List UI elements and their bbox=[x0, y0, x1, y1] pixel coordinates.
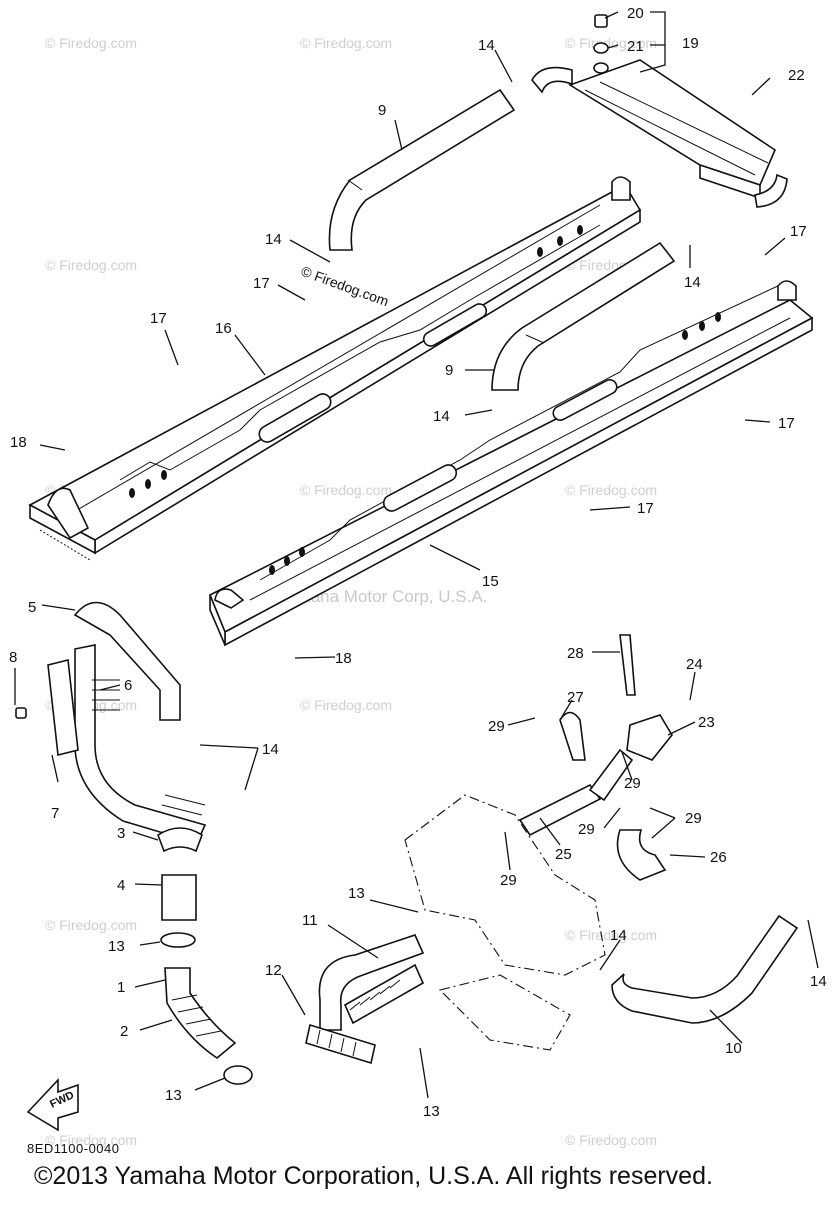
hose-9-lower bbox=[491, 241, 676, 391]
callout-17: 17 bbox=[253, 275, 270, 292]
callout-15: 15 bbox=[482, 573, 499, 590]
bypass-hoses bbox=[518, 634, 673, 881]
callout-17: 17 bbox=[637, 500, 654, 517]
callout-8: 8 bbox=[9, 649, 17, 666]
watermark: © Firedog.com bbox=[45, 1132, 137, 1148]
callout-14: 14 bbox=[684, 274, 701, 291]
callout-14: 14 bbox=[610, 927, 627, 944]
callout-22: 22 bbox=[788, 67, 805, 84]
callout-18: 18 bbox=[10, 434, 27, 451]
callout-14: 14 bbox=[262, 741, 279, 758]
callout-14: 14 bbox=[433, 408, 450, 425]
callout-27: 27 bbox=[567, 689, 584, 706]
thermostat-column bbox=[157, 827, 253, 1085]
callout-17: 17 bbox=[778, 415, 795, 432]
hose-11-12 bbox=[305, 934, 425, 1065]
callout-13: 13 bbox=[165, 1087, 182, 1104]
watermark: © Firedog.com bbox=[565, 927, 657, 943]
drawing-code: 8ED1100-0040 bbox=[27, 1141, 120, 1156]
callout-13: 13 bbox=[108, 938, 125, 955]
callout-18: 18 bbox=[335, 650, 352, 667]
watermark: © Firedog.com bbox=[565, 1132, 657, 1148]
callout-13: 13 bbox=[348, 885, 365, 902]
heat-exchanger-15 bbox=[208, 280, 814, 647]
tilted-watermark: © Firedog.com bbox=[299, 263, 391, 310]
callout-19: 19 bbox=[682, 35, 699, 52]
callout-13: 13 bbox=[423, 1103, 440, 1120]
callout-17: 17 bbox=[150, 310, 167, 327]
callout-7: 7 bbox=[51, 805, 59, 822]
callout-29: 29 bbox=[488, 718, 505, 735]
callout-12: 12 bbox=[265, 962, 282, 979]
fwd-arrow: FWD bbox=[26, 1077, 79, 1132]
watermark: © Firedog.com bbox=[300, 697, 392, 713]
watermark: © Firedog.com bbox=[300, 35, 392, 51]
callout-20: 20 bbox=[627, 5, 644, 22]
callout-14: 14 bbox=[265, 231, 282, 248]
callout-11: 11 bbox=[302, 912, 318, 929]
hose-10 bbox=[611, 914, 799, 1024]
watermark: © Firedog.com bbox=[45, 917, 137, 933]
callout-5: 5 bbox=[28, 599, 36, 616]
callout-26: 26 bbox=[710, 849, 727, 866]
callout-4: 4 bbox=[117, 877, 125, 894]
callout-1: 1 bbox=[117, 979, 125, 996]
watermark: © Firedog.com bbox=[565, 35, 657, 51]
callout-28: 28 bbox=[567, 645, 584, 662]
engine-outline bbox=[404, 794, 606, 976]
cooler-19 bbox=[531, 14, 788, 208]
watermark: © Firedog.com bbox=[565, 482, 657, 498]
callout-16: 16 bbox=[215, 320, 232, 337]
watermark: © Firedog.com bbox=[300, 482, 392, 498]
watermark: © Firedog.com bbox=[45, 257, 137, 273]
watermark: © Firedog.com bbox=[45, 35, 137, 51]
callout-9: 9 bbox=[445, 362, 453, 379]
callout-21: 21 bbox=[627, 38, 644, 55]
callout-29: 29 bbox=[685, 810, 702, 827]
callout-25: 25 bbox=[555, 846, 572, 863]
callout-24: 24 bbox=[686, 656, 703, 673]
callout-6: 6 bbox=[124, 677, 132, 694]
callout-9: 9 bbox=[378, 102, 386, 119]
copyright-notice: ©2013 Yamaha Motor Corporation, U.S.A. A… bbox=[34, 1162, 713, 1190]
callout-labels: 20 21 19 14 9 22 14 17 16 17 18 17 14 9 … bbox=[9, 5, 827, 1120]
callout-10: 10 bbox=[725, 1040, 742, 1057]
callout-23: 23 bbox=[698, 714, 715, 731]
engine-outline-lower bbox=[438, 974, 571, 1051]
callout-14: 14 bbox=[478, 37, 495, 54]
callout-17: 17 bbox=[790, 223, 807, 240]
callout-29: 29 bbox=[500, 872, 517, 889]
callout-29: 29 bbox=[624, 775, 641, 792]
hose-assembly-left bbox=[15, 601, 207, 844]
leader-lines bbox=[14, 11, 819, 1099]
callout-3: 3 bbox=[117, 825, 125, 842]
callout-14: 14 bbox=[810, 973, 827, 990]
heat-exchanger-16 bbox=[28, 176, 642, 561]
center-watermark: Yamaha Motor Corp, U.S.A. bbox=[277, 587, 487, 606]
callout-2: 2 bbox=[120, 1023, 128, 1040]
callout-29: 29 bbox=[578, 821, 595, 838]
hose-9-upper bbox=[328, 88, 516, 251]
